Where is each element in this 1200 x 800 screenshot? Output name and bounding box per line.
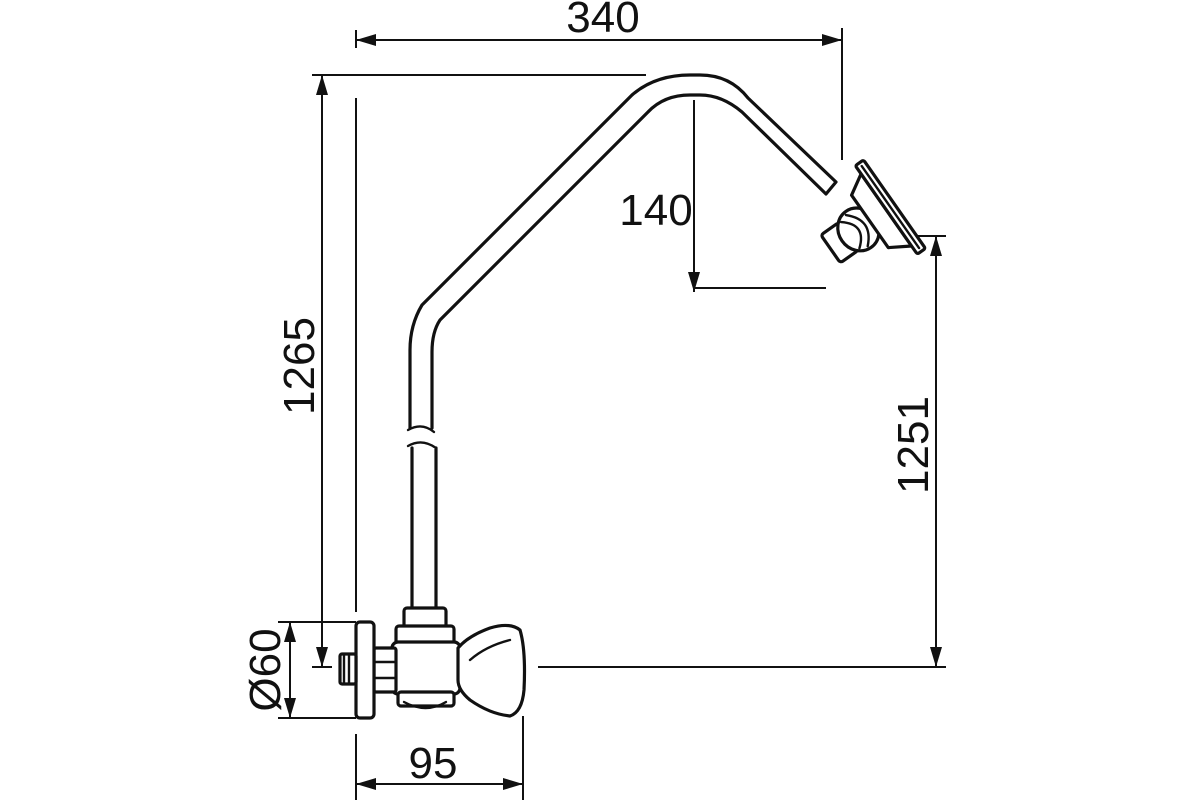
valve-handle bbox=[456, 623, 527, 718]
valve-assembly bbox=[338, 606, 527, 720]
shower-arm-pipe bbox=[406, 73, 838, 612]
dimension-head-height: 1251 bbox=[538, 235, 946, 668]
dimension-flange-diameter: Ø60 bbox=[241, 621, 356, 719]
dimension-label-flange-diameter: Ø60 bbox=[241, 628, 290, 711]
dimension-label-total-height: 1265 bbox=[275, 317, 324, 415]
dimension-label-width-top: 340 bbox=[566, 0, 639, 42]
dimension-label-drop-head: 140 bbox=[619, 186, 692, 235]
dimension-label-valve-depth: 95 bbox=[409, 739, 458, 788]
wall-flange bbox=[354, 620, 376, 720]
dimension-valve-depth: 95 bbox=[355, 716, 524, 800]
dimension-lines: 340 1265 140 1251 bbox=[241, 0, 946, 800]
dimension-label-head-height: 1251 bbox=[889, 396, 938, 494]
dimension-total-height: 1265 bbox=[275, 74, 646, 668]
shower-head bbox=[820, 159, 927, 264]
pipe-break-mark bbox=[406, 425, 438, 450]
dimension-width-top: 340 bbox=[355, 0, 843, 160]
dimension-drop-head: 140 bbox=[619, 100, 826, 292]
